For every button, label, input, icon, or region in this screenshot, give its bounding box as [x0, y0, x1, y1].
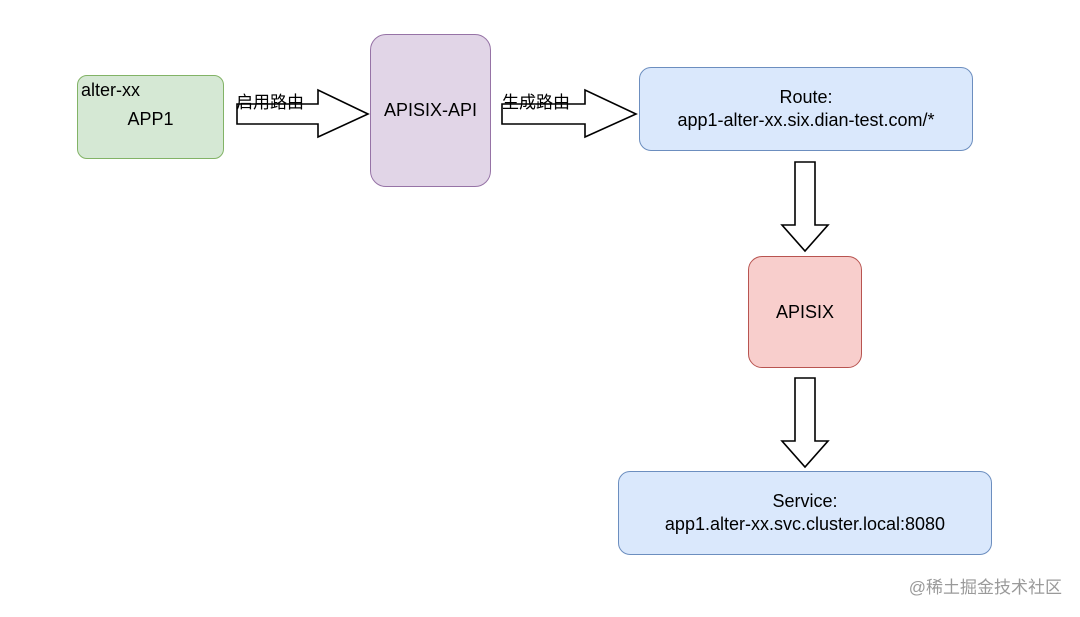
- route-node[interactable]: Route: app1-alter-xx.six.dian-test.com/*: [639, 67, 973, 151]
- service-title: Service:: [772, 491, 838, 511]
- arrow-apisix-to-service: [780, 377, 830, 469]
- app1-namespace-label: alter-xx: [81, 80, 141, 100]
- apisix-api-label: APISIX-API: [383, 100, 478, 120]
- app1-node[interactable]: alter-xx APP1: [77, 75, 224, 159]
- generate-route-label: 生成路由: [502, 93, 570, 112]
- apisix-label: APISIX: [775, 301, 835, 322]
- apisix-node[interactable]: APISIX: [748, 256, 862, 368]
- route-host: app1-alter-xx.six.dian-test.com/*: [677, 110, 935, 130]
- service-host: app1.alter-xx.svc.cluster.local:8080: [664, 514, 946, 534]
- route-title: Route:: [779, 87, 833, 107]
- app1-label: APP1: [127, 109, 174, 129]
- service-node[interactable]: Service: app1.alter-xx.svc.cluster.local…: [618, 471, 992, 555]
- arrow-app1-to-apisix-api: [236, 88, 370, 139]
- arrow-route-to-apisix: [780, 161, 830, 253]
- arrow-apisix-api-to-route: [501, 88, 638, 139]
- watermark: @稀土掘金技术社区: [908, 578, 1062, 597]
- apisix-api-node[interactable]: APISIX-API: [370, 34, 491, 187]
- enable-route-label: 启用路由: [236, 93, 304, 112]
